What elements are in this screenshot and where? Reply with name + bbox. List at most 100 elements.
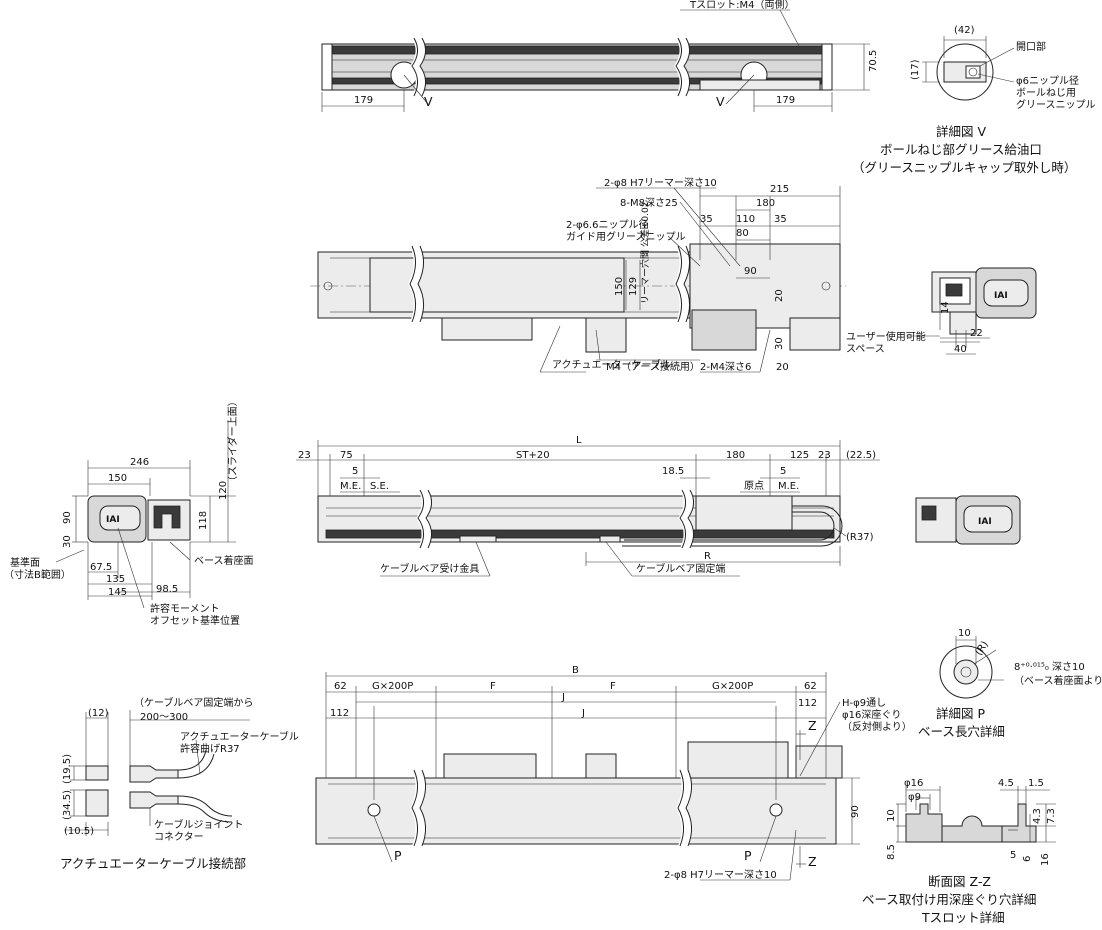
nipple-label-1: φ6ニップル径 [1016, 74, 1079, 87]
z-label-bottom: Z [808, 854, 817, 869]
user-space-1: ユーザー使用可能 [846, 330, 926, 343]
dim-12: (12) [88, 708, 109, 719]
detail-v-note: （グリースニップルキャップ取外し時） [852, 160, 1076, 175]
cable-detail: (12) (19.5) (34.5) (10.5) （ケーブルベア固定端から 2… [60, 696, 299, 871]
plan-ream-label: 2-φ8 H7リーマー深さ10 [604, 177, 717, 189]
ref-label-1: 基準面 [10, 556, 40, 569]
end-view-front: IAI [915, 495, 1021, 545]
detail-v-circle [936, 43, 994, 101]
dim-22-5: (22.5) [846, 450, 876, 461]
moment-label-1: 許容モーメント [150, 602, 220, 615]
dim-42: (42) [954, 25, 975, 36]
v-label-left: V [424, 94, 433, 109]
dim-215: 215 [770, 184, 789, 195]
ref-label-2: （寸法B範囲） [4, 568, 71, 581]
dim-35b: 35 [774, 214, 787, 225]
dim-179-right: 179 [776, 95, 795, 106]
dim-4-5: 4.5 [998, 778, 1014, 789]
bottom-body [315, 777, 837, 845]
bracket-label: ケーブルベア受け金具 [380, 562, 479, 575]
p-label-left: P [394, 848, 402, 863]
base-seat-label: ベース着座面 [194, 554, 254, 567]
p-ream-label-1: 8⁺⁰·⁰¹⁵₀ 深さ10 [1014, 661, 1085, 673]
dim-62a: 62 [334, 681, 347, 692]
dim-90-side: 90 [62, 511, 73, 524]
detail-v-subtitle: ボールねじ部グリース給油口 [880, 142, 1042, 157]
dim-90-bottom: 90 [850, 805, 861, 818]
dim-5a: 5 [352, 466, 358, 477]
dim-1-5: 1.5 [1028, 778, 1044, 789]
dim-16-zz: 16 [1040, 853, 1051, 866]
p-ream-label-2: （ベース着座面より） [1014, 674, 1102, 687]
dim-6-zz: 6 [1022, 856, 1033, 862]
top-tslot-upper [329, 45, 825, 55]
dim-118: 118 [198, 511, 209, 530]
detail-v-title: 詳細図 V [936, 124, 986, 139]
dim-gx2: G×200P [712, 681, 753, 692]
bottom-ream-label: 2-φ8 H7リーマー深さ10 [664, 869, 777, 881]
detail-v: (42) (17) 開口部 φ6ニップル径 ボールねじ用 グリースニップル 詳細… [852, 25, 1096, 175]
tslot-label: Tスロット:M4（両側） [689, 0, 794, 11]
section-zz: φ16 φ9 4.5 1.5 10 8.5 5 6 16 4.3 7.3 断面図… [862, 778, 1057, 925]
dim-70-5: 70.5 [868, 50, 879, 72]
plan-view: 2-φ8 H7リーマー深さ10 8-M8深さ25 2-φ6.6ニップル径 ガイド… [310, 177, 846, 373]
moment-label-2: オフセット基準位置 [150, 614, 240, 627]
h9-label-1: H-φ9通し [842, 697, 886, 709]
v-label-right: V [716, 94, 725, 109]
dim-20a: 20 [774, 289, 785, 302]
iai-logo-2: IAI [106, 515, 120, 525]
dim-14: 14 [940, 301, 951, 314]
dim-125: 125 [790, 450, 809, 461]
p-hole-left [367, 803, 381, 817]
dim-7-3: 7.3 [1046, 808, 1057, 824]
side-view: IAI 246 150 120 （スライダー上面） 90 118 30 67.5… [4, 396, 254, 627]
user-space-2: スペース [846, 344, 885, 355]
dim-22: 22 [970, 328, 983, 339]
me-label-1: M.E. [340, 481, 361, 492]
detail-p-subtitle: ベース長穴詳細 [918, 724, 1005, 739]
detail-p: 10 (R) 8⁺⁰·⁰¹⁵₀ 深さ10 （ベース着座面より） 詳細図 P ベー… [918, 628, 1102, 739]
dim-34-5: (34.5) [62, 790, 73, 820]
dim-J1: J [561, 692, 565, 703]
dim-80: 80 [736, 228, 749, 239]
dim-150-side: 150 [108, 473, 127, 484]
dim-120: 120 [218, 481, 229, 500]
dim-98-5: 98.5 [156, 584, 178, 595]
dim-J2: J [581, 708, 585, 719]
bottom-view: B 62 G×200P F F G×200P 62 112 J J 112 H-… [315, 665, 912, 881]
fixed-end-label: ケーブルベア固定端 [636, 562, 725, 575]
dim-5b: 5 [780, 466, 786, 477]
r37-label: (R37) [846, 532, 874, 543]
end-view-right: IAI 14 22 40 ユーザー使用可能 スペース [846, 267, 1037, 355]
nipple-label-3: グリースニップル [1016, 98, 1096, 111]
dim-35a: 35 [700, 214, 713, 225]
plan-m4-label: M4（アース接続用） [606, 360, 700, 373]
plan-cable-label: アクチュエーターケーブル [552, 358, 671, 371]
dim-B: B [572, 665, 579, 676]
dim-F2: F [610, 681, 616, 692]
joint-label-1: ケーブルジョイント [154, 818, 243, 831]
nipple-label-2: ボールねじ用 [1016, 87, 1076, 99]
plan-m8-label: 8-M8深さ25 [620, 197, 678, 209]
dim-90: 90 [744, 266, 757, 277]
plan-m4d-label: 2-M4深さ6 [700, 361, 751, 373]
dim-8-5: 8.5 [886, 844, 897, 860]
dim-112a: 112 [330, 708, 349, 719]
dim-129: 129 [628, 277, 639, 296]
dim-180: 180 [756, 198, 775, 209]
tolerance-note: リーマー穴間 公差±0.02 [639, 202, 651, 304]
dim-179-left: 179 [354, 95, 373, 106]
p-label-right: P [744, 848, 752, 863]
cable-label-1: アクチュエーターケーブル [180, 730, 299, 743]
cable-detail-title: アクチュエーターケーブル接続部 [60, 856, 246, 871]
dim-F1: F [490, 681, 496, 692]
p-hole-right [769, 803, 783, 817]
dim-10-p: 10 [958, 628, 971, 639]
dim-17: (17) [910, 59, 921, 80]
origin-label: 原点 [744, 480, 764, 492]
dim-180-front: 180 [726, 450, 745, 461]
opening-label: 開口部 [1016, 40, 1046, 53]
plan-gn2-label: ガイド用グリースニップル [566, 230, 686, 243]
section-subtitle: ベース取付け用深座ぐり穴詳細 [862, 892, 1036, 907]
z-label-top: Z [808, 718, 817, 733]
